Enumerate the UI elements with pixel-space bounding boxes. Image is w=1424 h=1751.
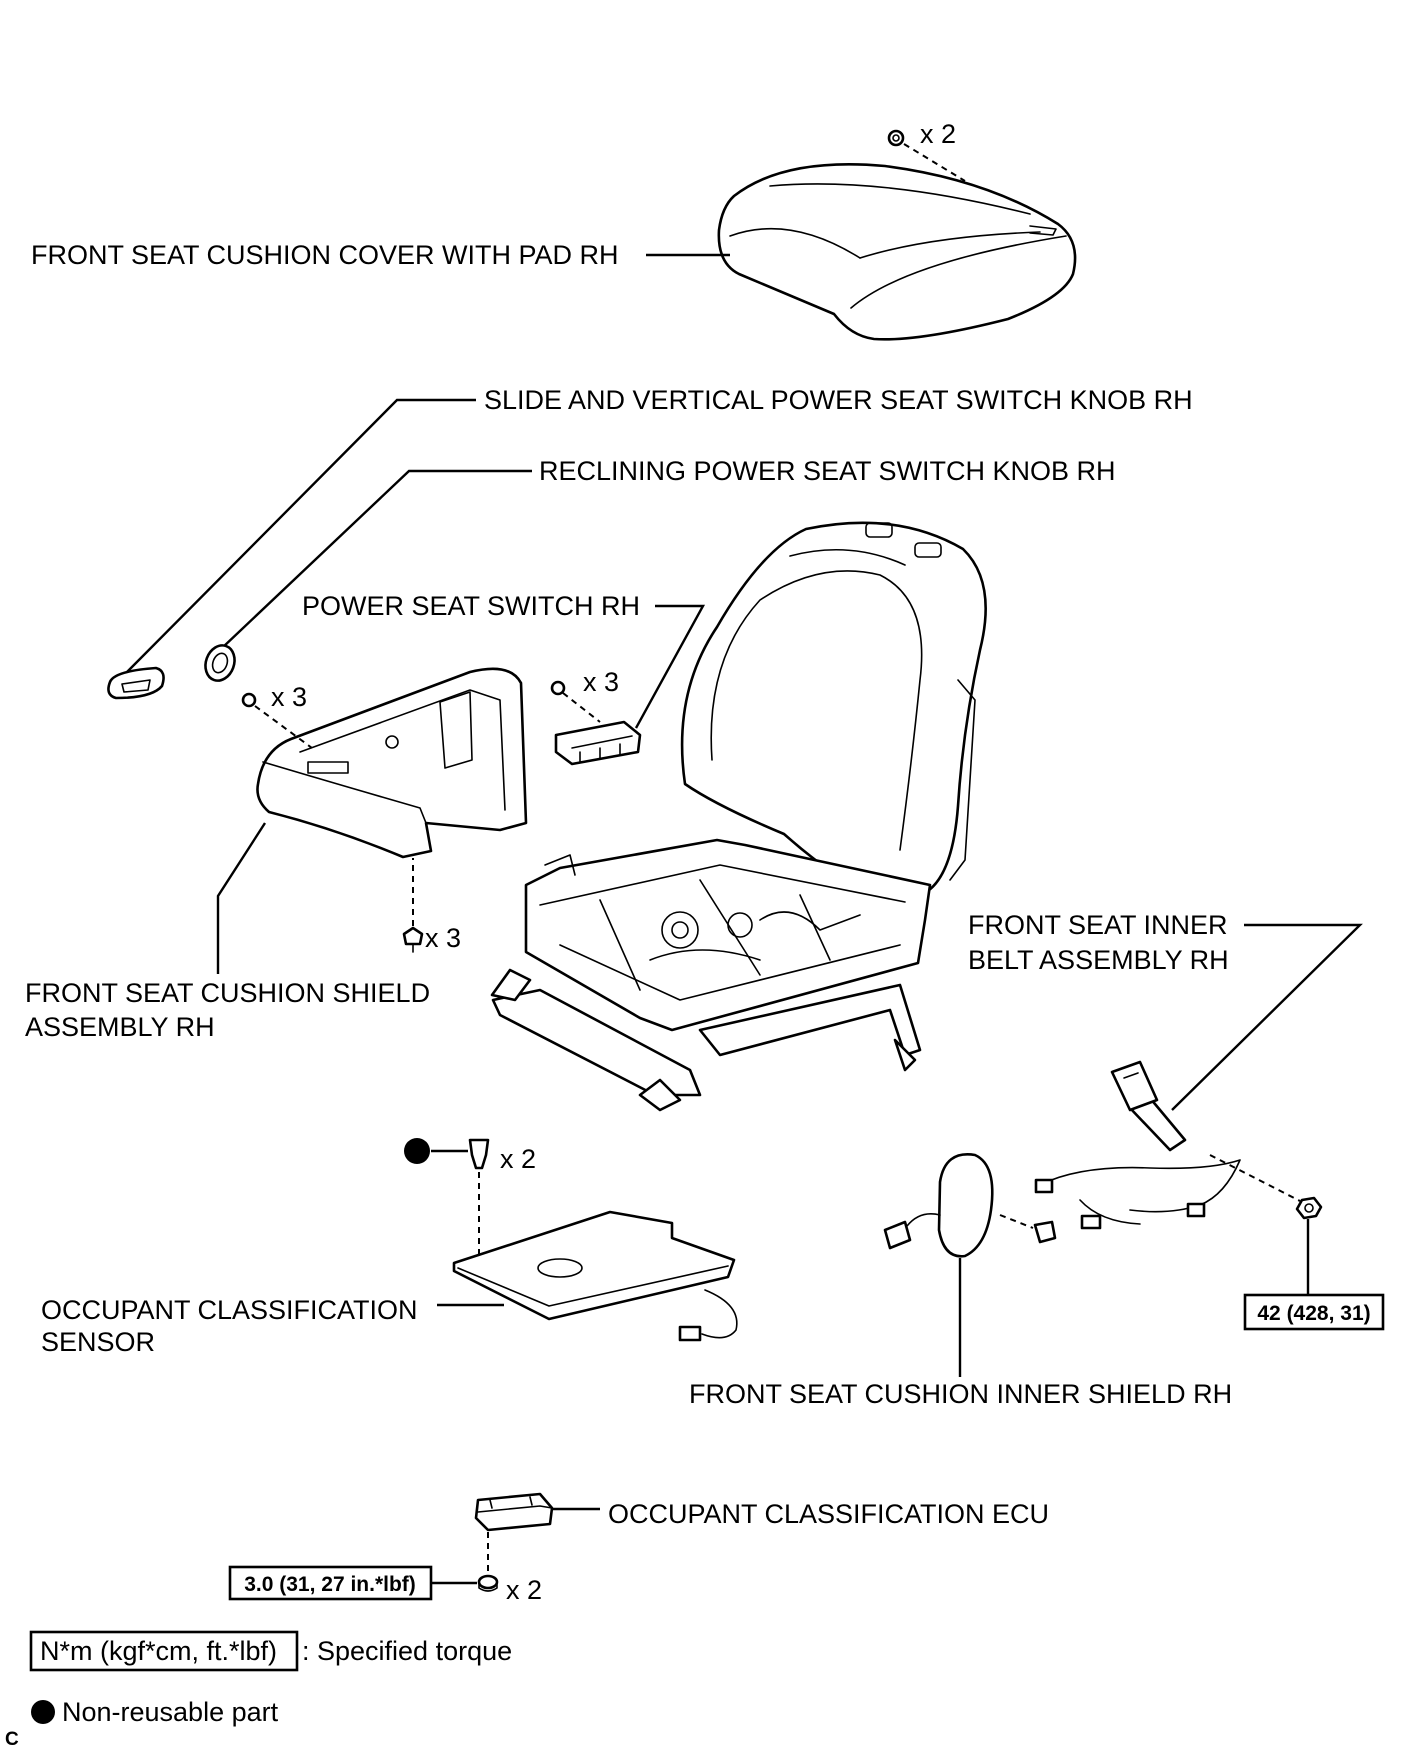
sensor-label-line1: OCCUPANT CLASSIFICATION [41,1295,418,1325]
inner-belt-label-line1: FRONT SEAT INNER [968,910,1228,940]
belt-nut-torque-value: 42 (428, 31) [1257,1302,1370,1325]
inner-belt-leader [1171,923,1363,1111]
reclining-knob-leader [221,469,532,649]
slide-knob-label: SLIDE AND VERTICAL POWER SEAT SWITCH KNO… [484,385,1193,415]
cushion-shield-label-line1: FRONT SEAT CUSHION SHIELD [25,978,430,1008]
seat-frame-drawing [490,838,932,1112]
legend-non-reusable-desc: Non-reusable part [62,1697,279,1727]
power-switch-leader [634,604,706,729]
cushion-cover-label: FRONT SEAT CUSHION COVER WITH PAD RH [31,240,619,270]
cushion-shield-leader [216,822,267,974]
shield-screw-lower [402,858,424,953]
ecu-nuts-quantity: x 2 [506,1575,542,1605]
switch-screws-quantity: x 3 [583,667,619,697]
belt-nut-torque-box [1243,1293,1385,1331]
cushion-cover-clip [887,129,966,182]
shield-screws-lower-quantity: x 3 [425,923,461,953]
legend: N*m (kgf*cm, ft.*lbf) : Specified torque… [29,1630,512,1727]
slide-knob-leader [126,398,476,673]
switch-screw [550,680,601,723]
seat-cushion-cover-drawing [717,163,1077,341]
sensor-clips-quantity: x 2 [500,1144,536,1174]
ecu-drawing [474,1492,554,1532]
shield-screw-upper [241,692,313,749]
inner-shield-bolt [999,1214,1057,1244]
inner-shield-label: FRONT SEAT CUSHION INNER SHIELD RH [689,1379,1232,1409]
shield-screws-upper-quantity: x 3 [271,682,307,712]
legend-non-reusable-mark [31,1700,55,1724]
cushion-shield-drawing [256,667,528,859]
ecu-nut-torque-box [228,1565,433,1601]
legend-torque-box [29,1630,299,1672]
slide-knob-drawing [107,666,165,700]
legend-torque-desc: : Specified torque [302,1636,512,1666]
inner-shield-drawing [883,1153,994,1258]
occupant-sensor-drawing [452,1210,738,1342]
corner-mark: C [5,1729,19,1750]
ecu-nut-torque-value: 3.0 (31, 27 in.*lbf) [244,1573,416,1596]
sensor-label-line2: SENSOR [41,1327,155,1357]
belt-nut [1209,1154,1323,1220]
power-switch-label: POWER SEAT SWITCH RH [302,591,640,621]
inner-belt-label-line2: BELT ASSEMBLY RH [968,945,1229,975]
power-switch-drawing [554,720,642,766]
ecu-nut [477,1532,499,1592]
non-reusable-clip [404,1138,490,1265]
inner-belt-drawing [1034,1060,1241,1230]
cushion-shield-label-line2: ASSEMBLY RH [25,1012,215,1042]
reclining-knob-drawing [204,644,236,682]
cover-clips-quantity: x 2 [920,119,956,149]
non-reusable-mark [404,1138,430,1164]
ecu-label: OCCUPANT CLASSIFICATION ECU [608,1499,1049,1529]
legend-torque-units: N*m (kgf*cm, ft.*lbf) [40,1636,277,1666]
reclining-knob-label: RECLINING POWER SEAT SWITCH KNOB RH [539,456,1116,486]
